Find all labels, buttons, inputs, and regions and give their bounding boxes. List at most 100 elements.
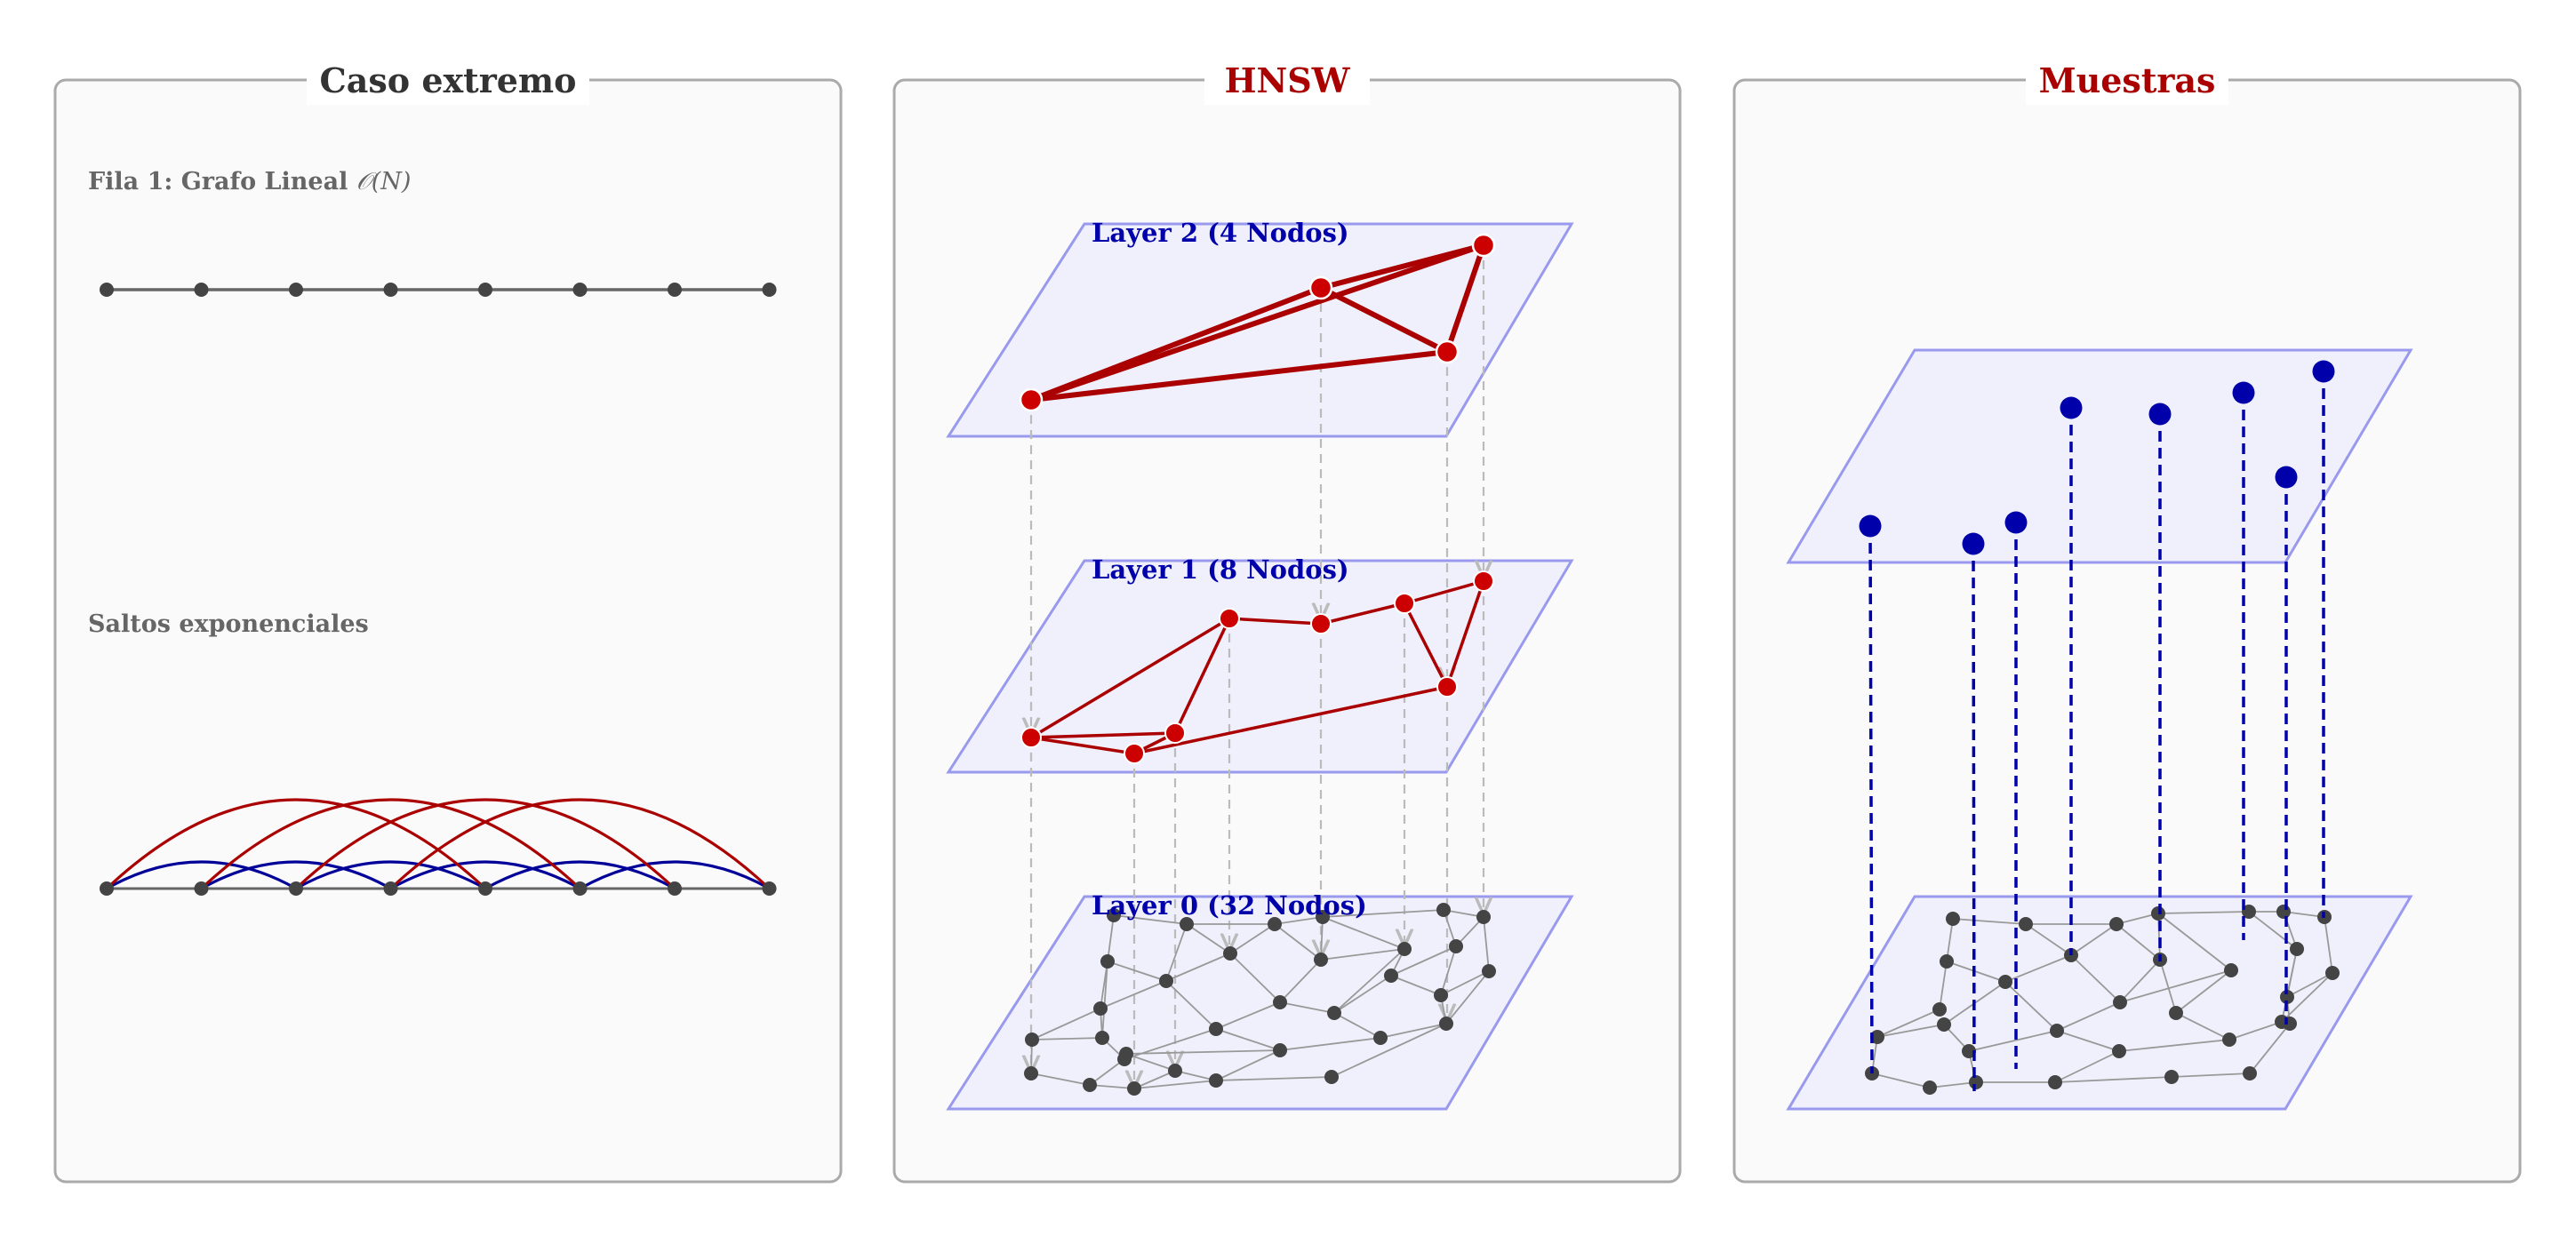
layer-0-edge <box>1322 916 1405 950</box>
base-edge <box>2054 1050 2120 1083</box>
layer-0-node <box>1273 1043 1287 1057</box>
layer-0-node <box>1476 910 1491 924</box>
layer-0-label: Layer 0 (32 Nodos) <box>1092 890 1367 921</box>
layer-0-node <box>1119 1047 1133 1061</box>
layer-1-edge <box>1445 580 1485 688</box>
layer-0-node <box>1436 903 1451 917</box>
base-node <box>1962 1044 1976 1058</box>
layer-0-edge <box>1107 961 1167 982</box>
skip-2-arc <box>200 860 392 890</box>
skip-2-arc <box>484 860 676 890</box>
layer-1-node <box>1310 613 1332 634</box>
row1-label: Fila 1: Grafo Lineal 𝒪(N) <box>88 168 411 195</box>
base-node <box>2169 1006 2183 1020</box>
base-edge <box>2056 1001 2121 1032</box>
base-node <box>1940 954 1954 969</box>
skip-node <box>668 881 682 896</box>
layer-1-node <box>1219 608 1240 629</box>
base-edge <box>2175 969 2232 1014</box>
panel-title: HNSW <box>1225 60 1351 100</box>
base-node <box>2280 990 2294 1004</box>
layer-1-edge <box>1228 617 1322 626</box>
layer-0-edge <box>1113 914 1188 925</box>
sample-node <box>1962 532 1985 555</box>
layer-0-plane <box>946 895 1574 1111</box>
layer-0-edge <box>1100 980 1167 1009</box>
layer-0-node <box>1107 908 1121 922</box>
layer-0-edge <box>1320 948 1405 961</box>
layer-0-node <box>1083 1078 1097 1092</box>
layer-0-edge <box>1089 1058 1125 1086</box>
layer-0-node <box>1024 1066 1038 1081</box>
layer-0-node <box>1223 946 1237 961</box>
base-edge <box>2116 923 2161 961</box>
layer-1-node <box>1164 722 1186 744</box>
linear-graph <box>100 283 777 297</box>
layer-1-edge <box>1133 685 1448 755</box>
layer-1-node <box>1020 727 1042 748</box>
layer-0-node <box>1439 1017 1453 1031</box>
layer-0-edge <box>1390 945 1457 977</box>
title-backdrop <box>2026 55 2228 105</box>
layer-0-edge <box>1333 948 1405 1014</box>
base-node <box>1998 975 2012 989</box>
hnsw-graph <box>1019 233 1496 1096</box>
hnsw-planes <box>946 222 1574 1111</box>
base-edge <box>2157 913 2232 971</box>
skip-2-arc <box>579 860 771 890</box>
layer-2-edge <box>1030 243 1484 403</box>
base-edge <box>2175 1012 2230 1041</box>
sample-node <box>2312 360 2335 383</box>
base-node <box>2112 1044 2126 1058</box>
base-node <box>2164 1070 2179 1084</box>
base-node <box>2151 906 2165 921</box>
samples-graph <box>1859 360 2340 1095</box>
base-edge <box>2249 1023 2291 1074</box>
layer-0-edge <box>1333 975 1392 1014</box>
layer-0-edge <box>1215 1049 1281 1081</box>
layer-0-node <box>1268 917 1282 931</box>
layer-0-node <box>1314 953 1328 967</box>
base-node <box>2109 917 2124 931</box>
base-edge <box>2119 969 2232 1003</box>
base-edge <box>2054 1076 2172 1083</box>
layer-0-node <box>1025 1033 1039 1047</box>
base-node <box>2113 995 2127 1009</box>
sample-projection <box>1868 525 1874 1074</box>
linear-node <box>289 283 303 297</box>
base-edge <box>2281 972 2333 1023</box>
base-node <box>2290 942 2304 956</box>
samples-planes <box>1786 348 2413 1111</box>
skip-4-arc <box>294 798 676 890</box>
skip-2-arc <box>389 860 581 890</box>
panel-title: Caso extremo <box>320 60 577 100</box>
sample-node <box>1859 514 1882 538</box>
base-edge <box>1876 1024 1945 1038</box>
layer-2-node <box>1435 339 1460 364</box>
layer-0-node <box>1273 995 1287 1009</box>
layer-1-edge <box>1404 579 1484 605</box>
layer-1-node <box>1436 676 1458 698</box>
base-edge <box>2116 913 2159 925</box>
linear-node <box>194 283 209 297</box>
base-node <box>2048 1075 2062 1089</box>
layer-1-label: Layer 1 (8 Nodos) <box>1092 554 1349 585</box>
layer-2-label: Layer 2 (4 Nodos) <box>1092 218 1349 248</box>
layer-0-node <box>1100 954 1115 969</box>
base-edge <box>1946 961 2006 983</box>
base-node <box>1969 1075 1983 1089</box>
layer-2-node <box>1471 233 1496 258</box>
row1-math: 𝒪(N) <box>356 168 412 195</box>
layer-0-edge <box>1215 1076 1332 1081</box>
layer-0-edge <box>1031 1037 1103 1041</box>
base-edge <box>1968 1030 2058 1052</box>
base-edge <box>2324 916 2333 974</box>
layer-0-edge <box>1165 923 1188 982</box>
panel-caso-extremo: Caso extremo <box>53 55 843 1184</box>
base-edge <box>1946 918 1954 962</box>
layer-0-edge <box>1133 1080 1217 1089</box>
layer-0-edge <box>1215 1001 1281 1030</box>
base-edge <box>2159 959 2177 1014</box>
layer-0-edge <box>1380 1023 1447 1039</box>
